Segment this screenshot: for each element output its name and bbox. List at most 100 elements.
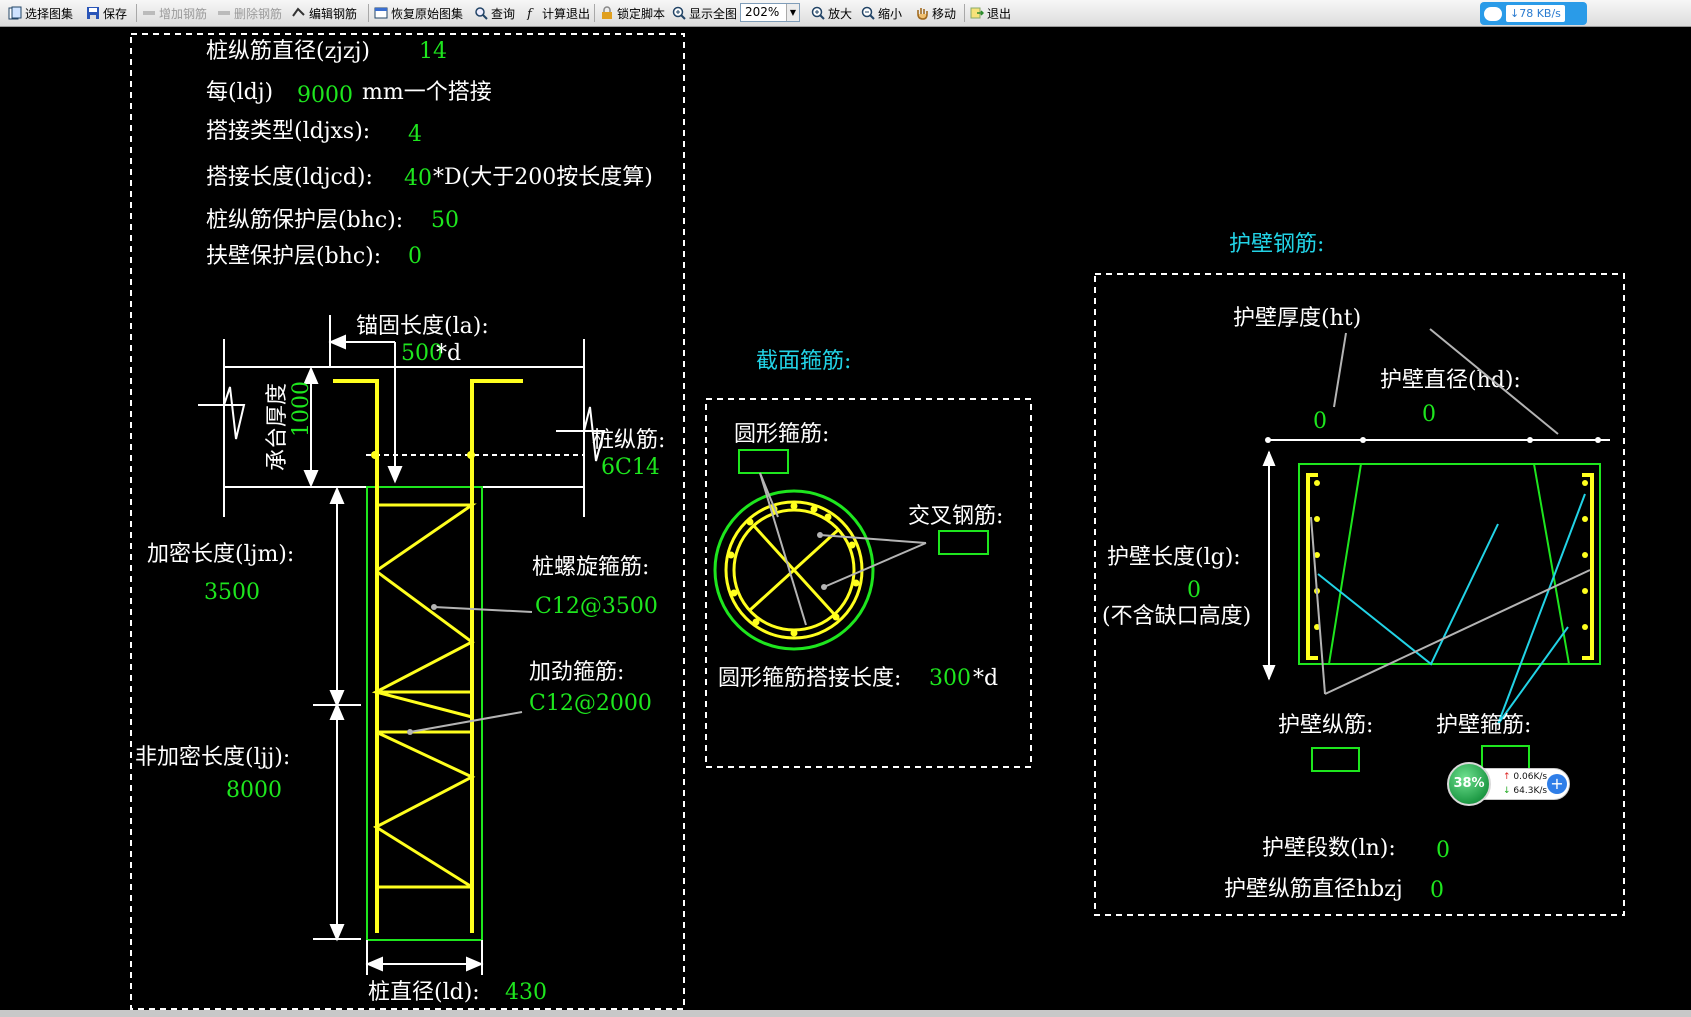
leader-dot <box>817 532 823 538</box>
wall-thickness-value[interactable]: 0 <box>1313 409 1327 434</box>
section-leaders <box>759 472 927 626</box>
wall-cover-value[interactable]: 0 <box>408 244 422 269</box>
bar-dot <box>371 451 379 459</box>
circle-stirrup-label: 圆形箍筋: <box>734 422 829 447</box>
lap-len-value[interactable]: 40 <box>404 166 432 191</box>
monitor-rates: ↑ 0.06K/s ↓ 64.3K/s <box>1503 772 1548 796</box>
cover-value[interactable]: 50 <box>431 208 459 233</box>
plus-icon[interactable]: + <box>1547 774 1567 794</box>
wall-segments-label: 护壁段数(ln): <box>1262 836 1396 861</box>
calc-exit-button[interactable]: f 计算退出 <box>526 6 591 21</box>
pile-outline <box>366 486 483 941</box>
section-lap-len-suffix: *d <box>973 666 998 691</box>
spiral-value[interactable]: C12@3500 <box>535 594 658 619</box>
leader-dot <box>431 604 437 610</box>
restore-atlas-button[interactable]: 恢复原始图集 <box>374 3 463 23</box>
cap-thickness-value[interactable]: 1000 <box>289 381 314 437</box>
monitor-ball[interactable]: 38% <box>1447 762 1491 806</box>
chevron-down-icon[interactable]: ▼ <box>786 4 799 21</box>
wall-stirrup-lines <box>1317 493 1586 725</box>
zoom-in-icon <box>811 6 825 20</box>
leader-dot <box>821 584 827 590</box>
wall-stirrup-label: 护壁箍筋: <box>1436 713 1531 738</box>
delete-rebar-icon <box>218 11 230 15</box>
zoom-out-button[interactable]: 缩小 <box>861 3 902 23</box>
leader-dot <box>407 729 413 735</box>
length-dimension <box>313 486 361 942</box>
cloud-icon <box>1484 6 1502 21</box>
anchor-value[interactable]: 500 <box>401 341 443 366</box>
function-icon: f <box>526 7 534 20</box>
stiff-label: 加劲箍筋: <box>529 660 624 685</box>
add-rebar-icon <box>143 11 155 15</box>
long-bar-label: 桩纵筋: <box>592 428 665 453</box>
stiff-value[interactable]: C12@2000 <box>529 691 652 716</box>
lap-every-value[interactable]: 9000 <box>297 83 353 108</box>
pile-panel-border <box>130 33 685 1010</box>
lap-len-label: 搭接长度(ldjcd): <box>206 165 373 190</box>
wall-long-bar-input[interactable] <box>1311 747 1360 772</box>
toolbar-separator <box>136 4 137 22</box>
section-title: 截面箍筋: <box>756 349 851 374</box>
wall-long-bars <box>1306 473 1594 660</box>
wall-segments-value[interactable]: 0 <box>1436 838 1450 863</box>
long-bar-dia-label: 桩纵筋直径(zjzj) <box>206 39 370 64</box>
save-button[interactable]: 保存 <box>86 3 127 23</box>
network-monitor-widget[interactable]: 38% ↑ 0.06K/s ↓ 64.3K/s + <box>1447 762 1572 806</box>
toolbar-separator <box>964 4 965 22</box>
lap-every-suffix: mm一个搭接 <box>362 80 492 105</box>
lap-every-prefix: 每(ldj) <box>206 80 273 105</box>
cross-bar-input[interactable] <box>938 530 989 555</box>
leader-lines <box>409 606 533 733</box>
cover-label: 桩纵筋保护层(bhc): <box>206 208 403 233</box>
wall-long-bar-dia-value[interactable]: 0 <box>1430 878 1444 903</box>
add-rebar-button[interactable]: 增加钢筋 <box>142 3 207 23</box>
arrow-down-icon: ↓ <box>1503 786 1511 796</box>
edit-rebar-button[interactable]: 编辑钢筋 <box>292 3 357 23</box>
wall-dia-value[interactable]: 0 <box>1422 402 1436 427</box>
wall-top-dimension <box>1268 328 1610 441</box>
lock-icon <box>602 6 612 19</box>
restore-icon <box>374 7 388 19</box>
lock-script-button[interactable]: 锁定脚本 <box>600 3 665 23</box>
drawing-canvas[interactable]: 桩纵筋直径(zjzj) 14 每(ldj) 9000 mm一个搭接 搭接类型(l… <box>0 27 1691 1010</box>
pile-dia-value[interactable]: 430 <box>505 980 547 1005</box>
wall-long-bar-dia-label: 护壁纵筋直径hbzj <box>1224 877 1403 902</box>
select-atlas-button[interactable]: 选择图集 <box>8 3 73 23</box>
toolbar: 选择图集 保存 增加钢筋 删除钢筋 编辑钢筋 恢复原始图集 查询 f 计算退出 … <box>0 0 1691 27</box>
lap-type-label: 搭接类型(ldjxs): <box>206 119 370 144</box>
delete-rebar-button[interactable]: 删除钢筋 <box>217 3 282 23</box>
cross-bar-label: 交叉钢筋: <box>908 504 1003 529</box>
cap-thickness-label: 承台厚度 <box>265 383 290 471</box>
pile-long-bars <box>333 379 523 933</box>
anchor-label: 锚固长度(la): <box>356 314 489 339</box>
query-button[interactable]: 查询 <box>474 3 515 23</box>
zoom-select[interactable]: 202% ▼ <box>740 3 800 22</box>
exit-button[interactable]: 退出 <box>970 3 1011 23</box>
wall-cover-label: 扶壁保护层(bhc): <box>206 244 381 269</box>
zoom-in-button[interactable]: 放大 <box>811 3 852 23</box>
cap-thickness-dimension <box>303 366 319 488</box>
wall-dia-label: 护壁直径(hd): <box>1380 368 1521 393</box>
wall-length-label: 护壁长度(lg): <box>1107 545 1241 570</box>
network-speed-badge[interactable]: ↓78 KB/s <box>1480 2 1587 25</box>
nondense-len-label: 非加密长度(ljj): <box>135 745 290 770</box>
pile-dia-dimension <box>365 940 484 975</box>
save-icon <box>87 7 99 19</box>
long-bar-dia-value[interactable]: 14 <box>419 39 447 64</box>
section-lap-len-label: 圆形箍筋搭接长度: <box>718 666 901 691</box>
long-bar-value[interactable]: 6C14 <box>601 455 660 480</box>
arrow-up-icon: ↑ <box>1503 772 1511 782</box>
section-lap-len-value[interactable]: 300 <box>929 666 971 691</box>
show-all-button[interactable]: 显示全图 <box>672 3 737 23</box>
nondense-len-value[interactable]: 8000 <box>226 778 282 803</box>
hand-icon <box>917 8 928 20</box>
wall-left-dimension <box>1262 450 1276 681</box>
dense-len-value[interactable]: 3500 <box>204 580 260 605</box>
move-button[interactable]: 移动 <box>915 3 956 23</box>
download-speed: ↓78 KB/s <box>1506 5 1565 22</box>
wall-length-value[interactable]: 0 <box>1187 578 1201 603</box>
lap-type-value[interactable]: 4 <box>408 122 422 147</box>
svg-text:f: f <box>526 7 534 20</box>
circle-stirrup-input[interactable] <box>738 449 789 474</box>
